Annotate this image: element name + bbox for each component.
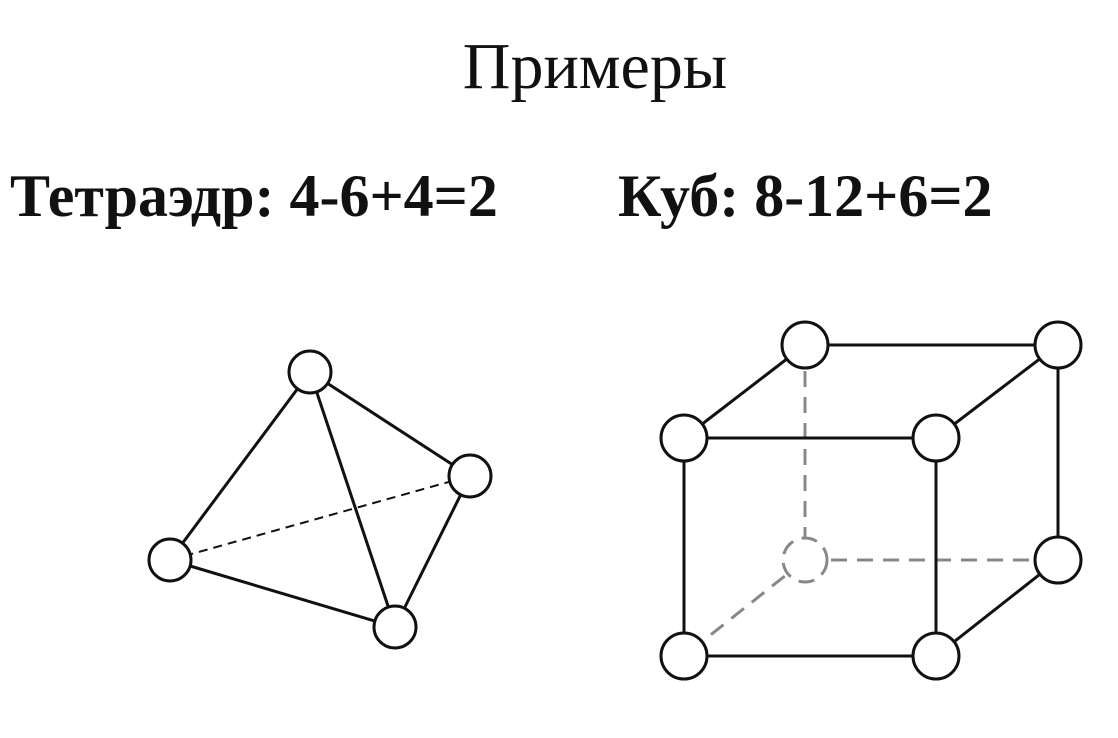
cube-vertex-front-bottom-left <box>659 631 709 681</box>
tetra-edge-top-bottom <box>308 371 397 628</box>
cube-vertex-back-top-right <box>1033 320 1083 370</box>
cube-edge-top-right-connector <box>935 343 1059 440</box>
tetra-vertex-top <box>287 349 333 395</box>
tetra-edge-top-right <box>309 370 471 478</box>
cube-vertex-back-top-left <box>780 320 830 370</box>
tetra-vertex-left <box>147 537 193 583</box>
tetra-hidden-edge-left-right <box>169 475 471 561</box>
tetra-vertex-right <box>447 453 493 499</box>
cube-formula: Куб: 8-12+6=2 <box>618 163 993 229</box>
tetra-edge-left-bottom <box>169 558 396 629</box>
cube-vertex-front-top-left <box>659 413 709 463</box>
tetra-edge-top-left <box>168 371 312 561</box>
cube-graph <box>659 320 1083 681</box>
tetra-edge-right-bottom <box>393 475 472 628</box>
cube-vertex-front-bottom-right <box>911 631 961 681</box>
tetrahedron-graph <box>147 349 493 650</box>
cube-vertex-back-bottom-left-hidden <box>781 536 829 584</box>
cube-vertex-back-bottom-right <box>1033 535 1083 585</box>
slide-title: Примеры <box>462 30 728 103</box>
cube-edge-bottom-right-connector <box>935 558 1059 658</box>
tetra-vertex-bottom <box>372 604 418 650</box>
cube-vertex-front-top-right <box>911 413 961 463</box>
tetrahedron-formula: Тетраэдр: 4-6+4=2 <box>10 163 498 229</box>
cube-edge-top-left-connector <box>683 343 806 440</box>
